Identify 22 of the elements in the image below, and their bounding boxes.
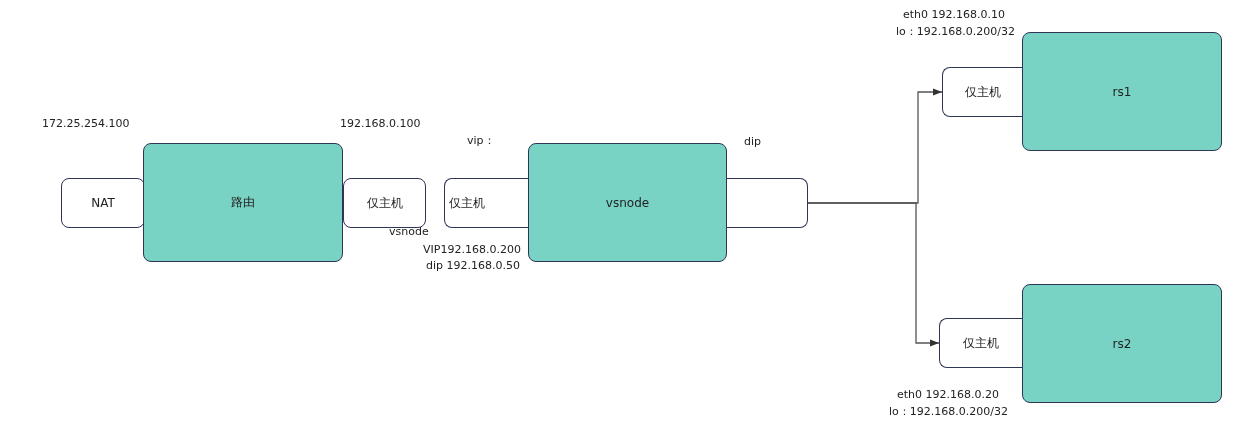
host-box: rs2 [1022, 284, 1222, 403]
address-label: VIP192.168.0.200 [423, 243, 521, 256]
host-box: 路由 [143, 143, 343, 262]
address-label: eth0 192.168.0.10 [903, 8, 1006, 21]
address-label: lo：192.168.0.200/32 [889, 404, 1008, 419]
address-label: 172.25.254.100 [42, 117, 130, 130]
interface-box: 仅主机 [444, 178, 528, 228]
host-box: vsnode [528, 143, 727, 262]
interface-box: 仅主机 [942, 67, 1022, 117]
address-label: dip [744, 135, 762, 148]
address-label: eth0 192.168.0.20 [897, 388, 1000, 401]
interface-box: 仅主机 [343, 178, 426, 228]
empty-box [727, 178, 808, 228]
address-label: vsnode [389, 225, 429, 238]
interface-box: NAT [61, 178, 145, 228]
arrow [807, 202, 940, 347]
address-label: lo：192.168.0.200/32 [896, 24, 1015, 39]
address-label: dip 192.168.0.50 [426, 259, 520, 272]
interface-box: 仅主机 [939, 318, 1022, 368]
address-label: vip： [467, 133, 495, 148]
host-box: rs1 [1022, 32, 1222, 151]
address-label: 192.168.0.100 [340, 117, 421, 130]
